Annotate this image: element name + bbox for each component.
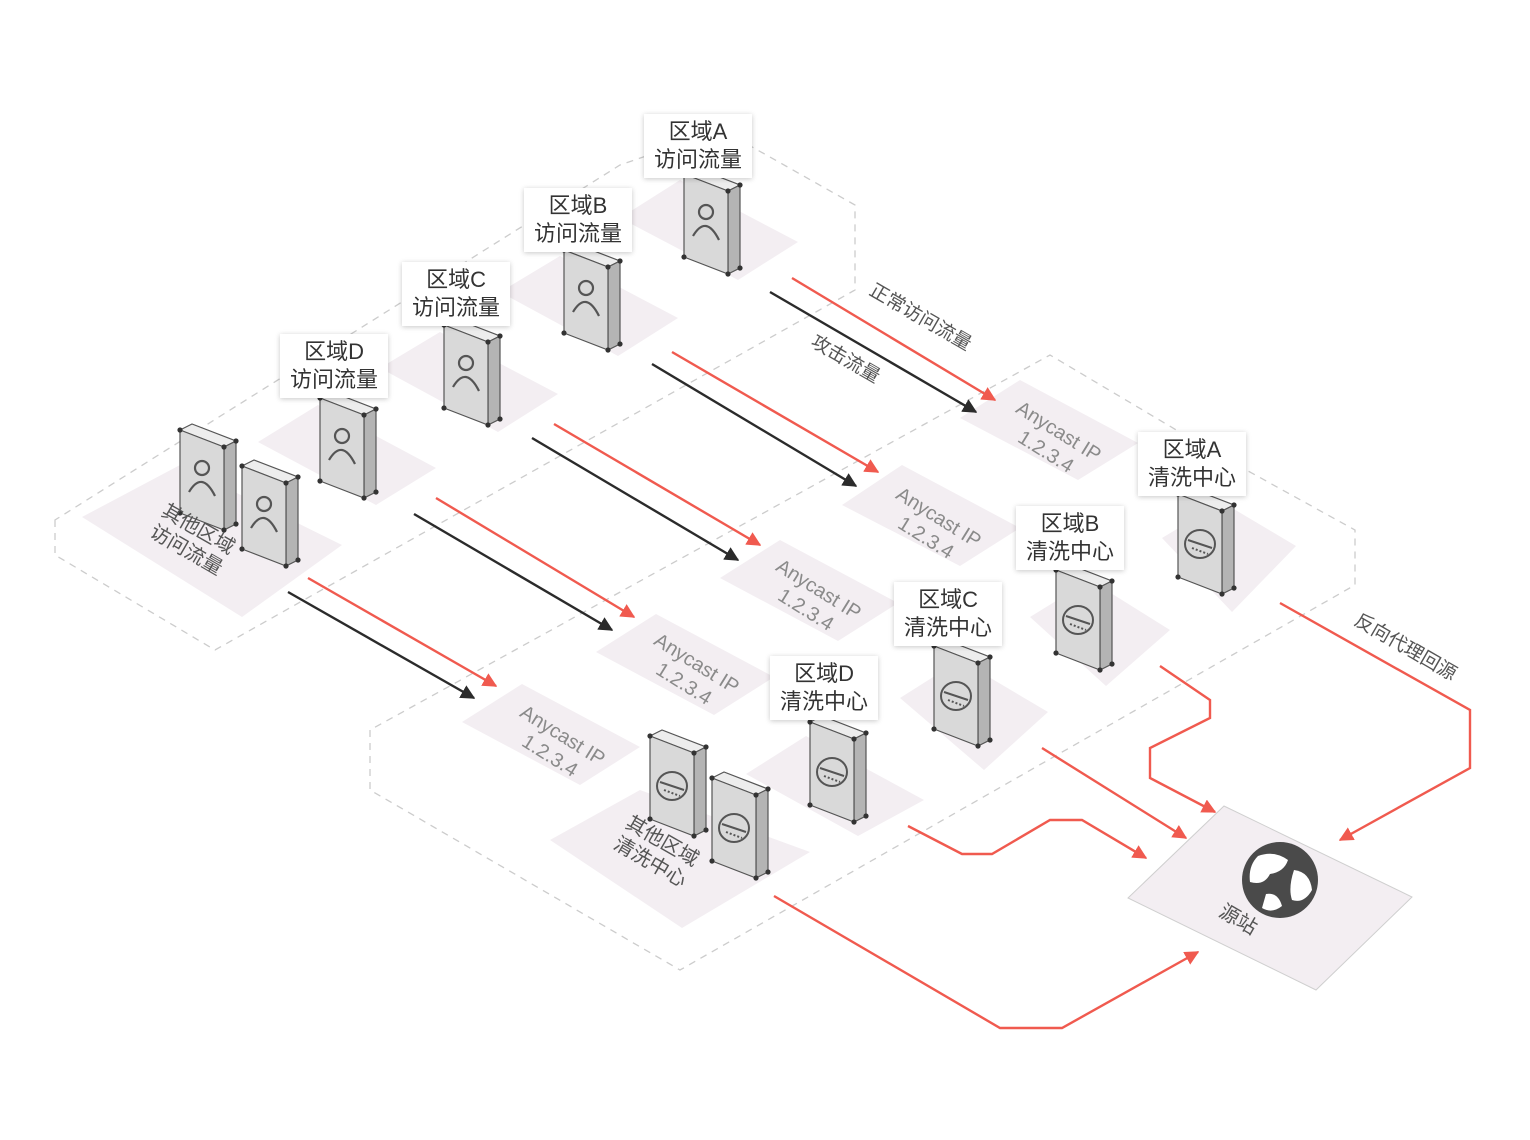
origin-arrow-a	[1279, 601, 1472, 842]
attack-flow-arrow-d	[413, 512, 614, 632]
tile-anycast-3	[720, 540, 898, 641]
access-device-a	[680, 167, 744, 278]
scrubbing-device-a	[1174, 487, 1238, 598]
scrubbing-label-region: 区域D	[794, 661, 854, 686]
scrubbing-device-other-2	[708, 771, 772, 882]
user-icon	[692, 203, 720, 241]
user-icon	[572, 279, 600, 317]
scrubbing-label-region-d: 区域D 清洗中心	[770, 656, 879, 720]
scrubbing-device-other-1	[646, 729, 710, 840]
access-label-region: 区域C	[426, 267, 486, 292]
attack-flow-arrow-a	[769, 290, 978, 414]
origin-arrow-other	[773, 894, 1200, 1030]
access-devices	[176, 167, 744, 570]
back-to-origin-arrows	[773, 601, 1472, 1030]
access-label-region: 区域A	[668, 119, 728, 144]
access-label-caption: 访问流量	[412, 295, 501, 320]
region-outlines	[54, 129, 1356, 971]
scrubbing-region-outline	[369, 354, 1356, 971]
tile-anycast-5	[462, 684, 640, 785]
scrubbing-label-caption: 清洗中心	[1026, 539, 1115, 564]
access-device-other-1	[176, 423, 240, 534]
normal-flow-arrow-other	[307, 576, 498, 688]
scrubbing-label-region-a: 区域A 清洗中心	[1138, 432, 1247, 496]
access-device-other-2	[238, 459, 302, 570]
globe-icon	[1242, 842, 1318, 918]
scrubbing-device-b	[1052, 563, 1116, 674]
user-icon	[328, 427, 356, 465]
filter-icon	[940, 681, 972, 711]
access-device-b	[560, 243, 624, 354]
scrubbing-device-c	[930, 639, 994, 750]
filter-icon	[1184, 529, 1216, 559]
origin-arrow-d	[907, 818, 1148, 860]
normal-flow-arrow-b	[671, 350, 880, 474]
attack-flow-arrow-c	[531, 436, 740, 562]
scrubbing-label-caption: 清洗中心	[780, 689, 869, 714]
scrubbing-device-d	[806, 715, 870, 826]
attack-flow-arrow-b	[651, 362, 858, 488]
tile-anycast-2	[842, 465, 1020, 566]
filter-icon	[656, 771, 688, 801]
access-label-region-c: 区域C 访问流量	[402, 262, 511, 326]
normal-flow-arrow-a	[791, 276, 997, 402]
traffic-arrows	[287, 276, 997, 700]
access-device-d	[316, 391, 380, 502]
tile-anycast-1	[960, 380, 1138, 480]
access-label-region-a: 区域A 访问流量	[644, 114, 753, 178]
user-icon	[452, 354, 480, 392]
origin-arrow-c	[1041, 746, 1188, 840]
access-label-region: 区域D	[304, 339, 364, 364]
origin-arrow-b	[1148, 665, 1217, 814]
access-label-region: 区域B	[548, 193, 608, 218]
user-icon	[250, 495, 278, 533]
access-device-c	[440, 318, 504, 429]
access-label-caption: 访问流量	[534, 221, 623, 246]
anycast-tiles	[462, 380, 1138, 785]
scrubbing-label-region-c: 区域C 清洗中心	[894, 582, 1003, 646]
access-region-outline	[54, 129, 856, 651]
scrubbing-label-caption: 清洗中心	[1148, 465, 1237, 490]
filter-icon	[1062, 605, 1094, 635]
access-label-caption: 访问流量	[654, 147, 743, 172]
normal-flow-arrow-c	[553, 422, 762, 547]
scrubbing-label-region: 区域A	[1162, 437, 1222, 462]
normal-flow-arrow-d	[435, 496, 636, 619]
scrubbing-label-region-b: 区域B 清洗中心	[1016, 506, 1125, 570]
tile-anycast-4	[596, 614, 774, 715]
filter-icon	[718, 813, 750, 843]
access-label-caption: 访问流量	[290, 367, 379, 392]
scrubbing-label-region: 区域B	[1040, 511, 1100, 536]
filter-icon	[816, 757, 848, 787]
scrubbing-label-caption: 清洗中心	[904, 615, 993, 640]
access-label-region-d: 区域D 访问流量	[280, 334, 389, 398]
scrubbing-label-region: 区域C	[918, 587, 978, 612]
access-label-region-b: 区域B 访问流量	[524, 188, 633, 252]
scrubbing-devices	[646, 487, 1238, 882]
attack-flow-arrow-other	[287, 590, 476, 700]
user-icon	[188, 459, 216, 497]
tile-other-access	[82, 465, 342, 617]
tile-scrub-other	[550, 790, 810, 928]
